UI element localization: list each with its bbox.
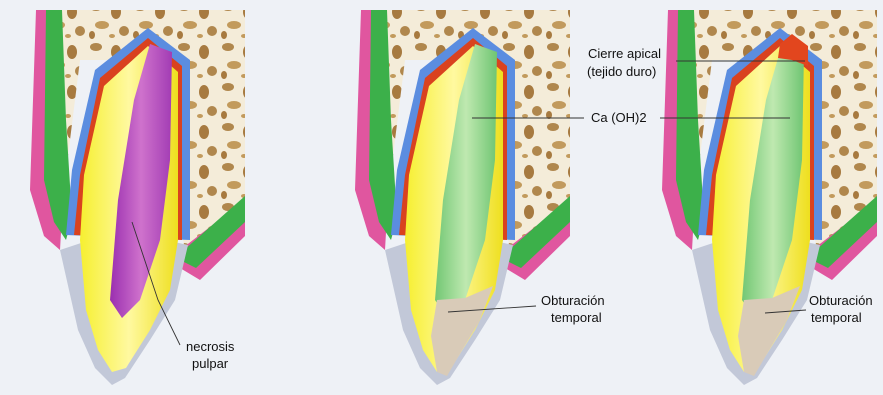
obturacion-label-1-line1: Obturación: [541, 293, 605, 308]
tooth-pulp-necrosis: [30, 10, 245, 385]
obturacion-label-1-line2: temporal: [551, 310, 602, 325]
cierre-apical-label-line2: (tejido duro): [587, 64, 656, 79]
tooth-apical-closure: [662, 10, 877, 385]
tooth-calcium-hydroxide: [355, 10, 570, 385]
necrosis-label-line1: necrosis: [186, 339, 235, 354]
necrosis-label-line2: pulpar: [192, 356, 229, 371]
obturacion-label-2-line2: temporal: [811, 310, 862, 325]
calcium-hydroxide-label: Ca (OH)2: [591, 110, 647, 125]
cierre-apical-label-line1: Cierre apical: [588, 46, 661, 61]
obturacion-label-2-line1: Obturación: [809, 293, 873, 308]
